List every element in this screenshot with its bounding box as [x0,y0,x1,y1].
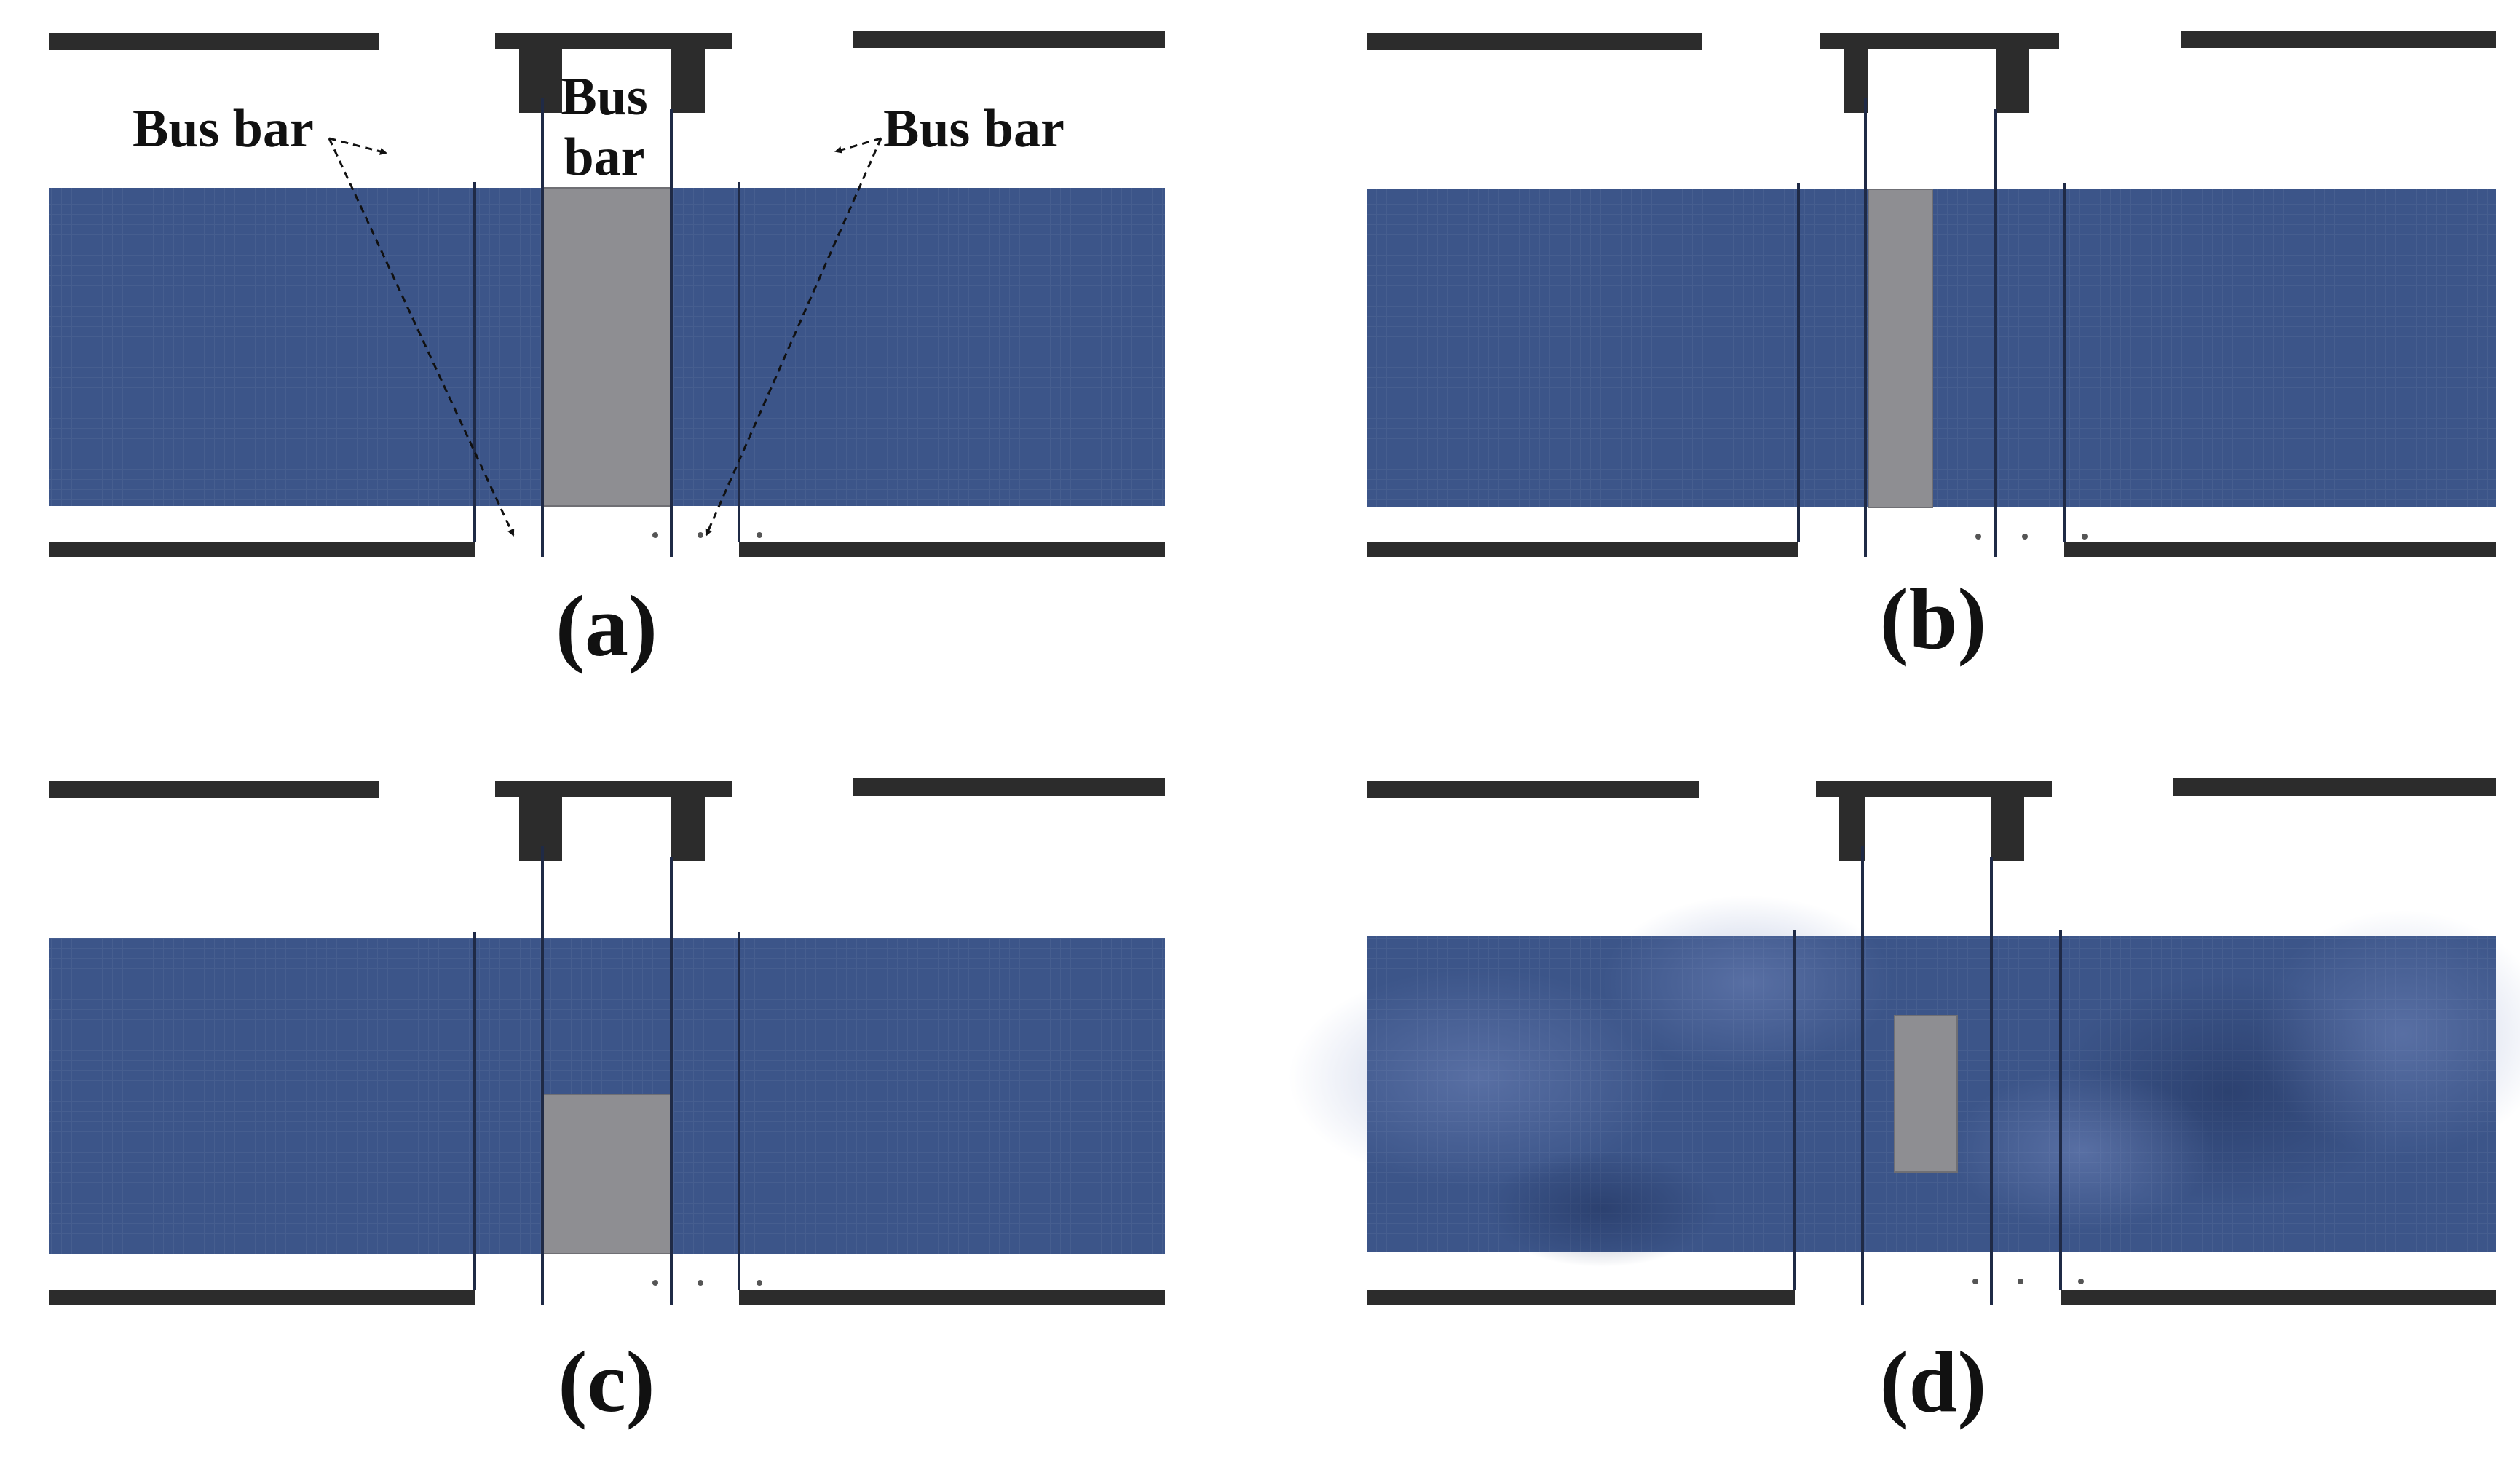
cell-shading [1951,1070,2213,1230]
top-frame-right [853,778,1165,796]
bottom-frame-right [2061,1290,2496,1305]
clamp-leg-right [671,33,705,113]
small-mark [698,532,703,538]
small-mark [698,1280,703,1286]
cell-shading [1602,896,1893,1070]
bottom-frame-right [739,1290,1165,1305]
bottom-frame-left [1367,1290,1795,1305]
small-mark [757,532,762,538]
small-mark [652,532,658,538]
bus-bar-label-left: Bus bar [133,99,314,159]
bottom-frame-left [1367,542,1798,557]
small-mark [757,1280,762,1286]
annotation-arrow-4 [705,138,882,537]
annotation-arrow-1 [328,137,387,155]
small-mark [2022,534,2028,540]
top-frame-left [49,781,379,798]
defect-region [1868,189,1933,508]
clamp-leg-right [1996,33,2029,113]
defect-region [1894,1015,1958,1173]
bottom-frame-left [49,1290,475,1305]
defect-region [542,187,672,507]
clamp-leg-left [519,33,562,113]
clamp-leg-left [519,781,562,861]
panel-c [49,778,1165,1305]
defect-region [542,1094,672,1254]
bus-bar-label-center-line2: bar [564,127,645,187]
cell-shading [1485,1150,1718,1267]
small-mark [1972,1279,1978,1284]
clamp-leg-right [1991,781,2024,861]
top-frame-right [853,31,1165,48]
small-mark [2082,534,2088,540]
bus-bar-label-center: Bus bar [524,67,684,188]
top-frame-left [49,33,379,50]
bottom-frame-left [49,542,475,557]
top-frame-left [1367,781,1699,798]
annotation-arrow-3 [834,137,882,154]
panel-a [49,31,1165,557]
top-frame-left [1367,33,1702,50]
small-mark [2018,1279,2023,1284]
caption-c: (c) [558,1333,655,1430]
panel-b [1367,31,2496,557]
bottom-frame-right [2064,542,2496,557]
panel-d [1289,778,2520,1305]
annotation-arrow-2 [328,138,515,537]
small-mark [2078,1279,2084,1284]
small-mark [652,1280,658,1286]
cell-shading [2257,910,2520,1158]
top-frame-right [2181,31,2496,48]
bus-bar-label-right: Bus bar [883,99,1065,159]
caption-d: (d) [1879,1333,1987,1430]
bottom-frame-right [739,542,1165,557]
clamp-leg-right [671,781,705,861]
bus-bar-label-center-line1: Bus [561,67,648,127]
small-mark [1975,534,1981,540]
cell-shading [1289,968,1667,1187]
top-frame-right [2173,778,2496,796]
caption-a: (a) [556,577,657,674]
caption-b: (b) [1879,570,1987,667]
